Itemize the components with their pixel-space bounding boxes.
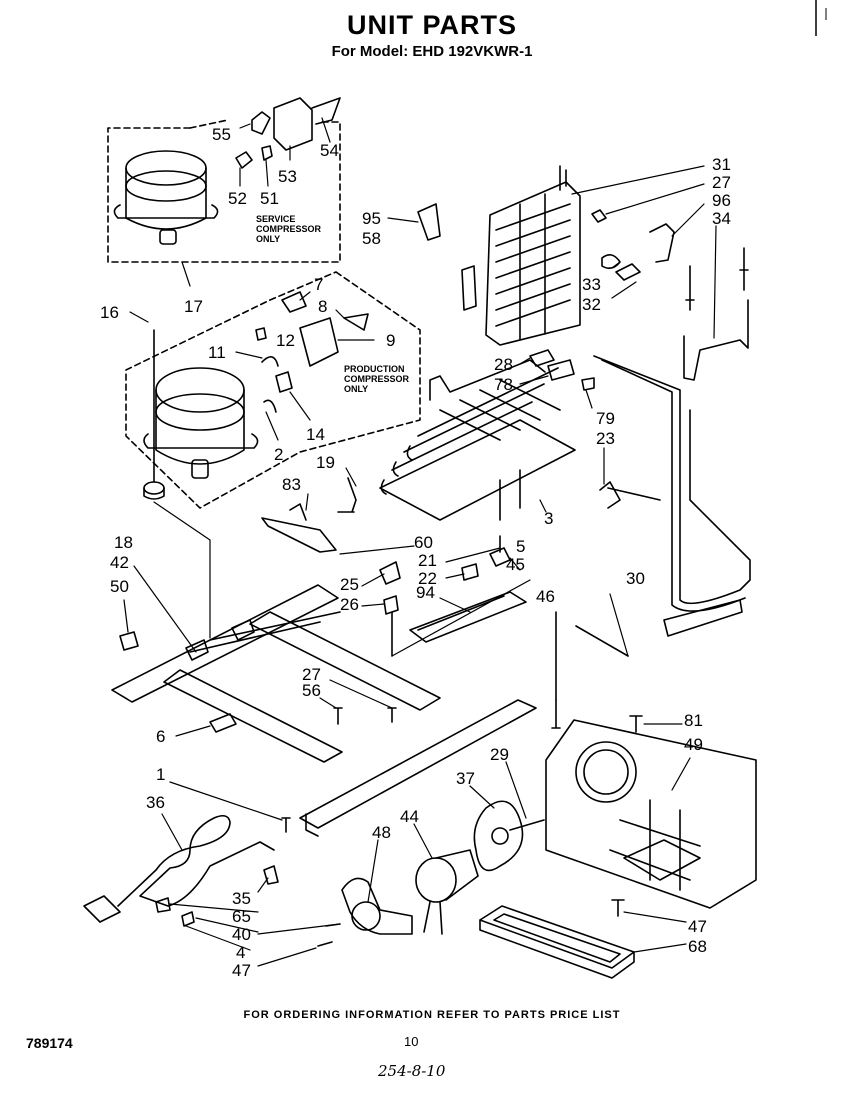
handwritten-note: 254-8-10 xyxy=(378,1062,446,1080)
note-line: ONLY xyxy=(344,384,368,394)
callout-34: 34 xyxy=(712,209,731,228)
callout-26: 26 xyxy=(340,595,359,614)
callout-23: 23 xyxy=(596,429,615,448)
callout-83: 83 xyxy=(282,475,301,494)
condenser-coil xyxy=(379,359,576,521)
callout-4: 4 xyxy=(236,943,245,962)
callout-labels: 55 54 53 52 51 17 95 58 31 27 96 34 33 3… xyxy=(100,125,731,980)
callout-28: 28 xyxy=(494,355,513,374)
callout-35: 35 xyxy=(232,889,251,908)
note-line: ONLY xyxy=(256,234,280,244)
note-line: COMPRESSOR xyxy=(256,224,322,234)
callout-31: 31 xyxy=(712,155,731,174)
callout-96: 96 xyxy=(712,191,731,210)
callout-47b: 47 xyxy=(688,917,707,936)
rail xyxy=(299,699,537,829)
production-compressor xyxy=(143,367,259,479)
page-number: 10 xyxy=(404,1034,419,1049)
callout-36: 36 xyxy=(146,793,165,812)
callout-33: 33 xyxy=(582,275,601,294)
fan-bracket xyxy=(545,719,757,909)
callout-32: 32 xyxy=(582,295,601,314)
callout-79: 79 xyxy=(596,409,615,428)
callout-60: 60 xyxy=(414,533,433,552)
callout-1: 1 xyxy=(156,765,165,784)
callout-94: 94 xyxy=(416,583,435,602)
fan-motor xyxy=(415,849,479,935)
callout-78: 78 xyxy=(494,375,513,394)
note-line: COMPRESSOR xyxy=(344,374,410,384)
note-line: PRODUCTION xyxy=(344,364,405,374)
callout-65: 65 xyxy=(232,907,251,926)
callout-49: 49 xyxy=(684,735,703,754)
production-compressor-box xyxy=(125,271,421,509)
callout-18: 18 xyxy=(114,533,133,552)
callout-52: 52 xyxy=(228,189,247,208)
ordering-info-footer: FOR ORDERING INFORMATION REFER TO PARTS … xyxy=(243,1009,621,1021)
callout-55: 55 xyxy=(212,125,231,144)
callout-19: 19 xyxy=(316,453,335,472)
callout-6: 6 xyxy=(156,727,165,746)
callout-3: 3 xyxy=(544,509,553,528)
evaporator-coil xyxy=(485,165,581,346)
callout-45: 45 xyxy=(506,555,525,574)
callout-17: 17 xyxy=(184,297,203,316)
service-compressor xyxy=(113,150,219,245)
model-subtitle: For Model: EHD 192VKWR-1 xyxy=(331,43,533,60)
service-compressor-note: SERVICE COMPRESSOR ONLY xyxy=(256,214,322,244)
production-compressor-note: PRODUCTION COMPRESSOR ONLY xyxy=(344,364,410,394)
callout-46: 46 xyxy=(536,587,555,606)
callout-30: 30 xyxy=(626,569,645,588)
callout-37: 37 xyxy=(456,769,475,788)
condenser-fan xyxy=(473,800,545,872)
callout-27b: 27 xyxy=(302,665,321,684)
callout-14: 14 xyxy=(306,425,325,444)
callout-29: 29 xyxy=(490,745,509,764)
callout-44: 44 xyxy=(400,807,419,826)
document-number: 789174 xyxy=(26,1035,73,1051)
callout-50: 50 xyxy=(110,577,129,596)
callout-7: 7 xyxy=(314,275,323,294)
callout-42: 42 xyxy=(110,553,129,572)
base-frame xyxy=(111,584,441,763)
note-line: SERVICE xyxy=(256,214,295,224)
callout-48: 48 xyxy=(372,823,391,842)
callout-16: 16 xyxy=(100,303,119,322)
refrigerant-tube xyxy=(593,355,751,605)
callout-2: 2 xyxy=(274,445,283,464)
motor-bracket xyxy=(341,877,413,935)
page-title: UNIT PARTS xyxy=(347,10,517,40)
service-compressor-box xyxy=(107,121,341,263)
callout-53: 53 xyxy=(278,167,297,186)
callout-25: 25 xyxy=(340,575,359,594)
callout-47: 47 xyxy=(232,961,251,980)
callout-9: 9 xyxy=(386,331,395,350)
callout-56: 56 xyxy=(302,681,321,700)
callout-21: 21 xyxy=(418,551,437,570)
callout-58: 58 xyxy=(362,229,381,248)
callout-11: 11 xyxy=(208,343,226,362)
callout-95: 95 xyxy=(362,209,381,228)
callout-22: 22 xyxy=(418,569,437,588)
callout-27: 27 xyxy=(712,173,731,192)
callout-8: 8 xyxy=(318,297,327,316)
callout-68: 68 xyxy=(688,937,707,956)
callout-40: 40 xyxy=(232,925,251,944)
callout-81: 81 xyxy=(684,711,703,730)
callout-51: 51 xyxy=(260,189,279,208)
callout-12: 12 xyxy=(276,331,295,350)
callout-5: 5 xyxy=(516,537,525,556)
callout-54: 54 xyxy=(320,141,339,160)
